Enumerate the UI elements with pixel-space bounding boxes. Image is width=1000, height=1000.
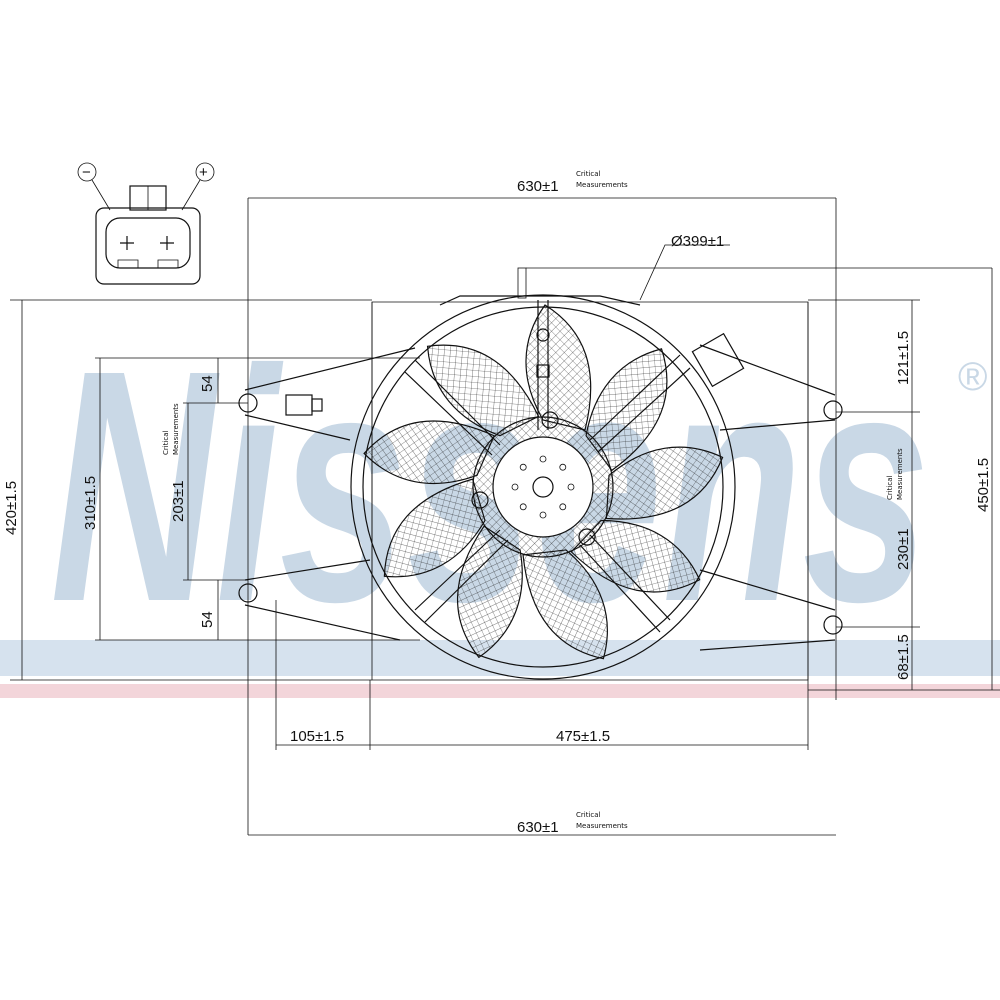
mounting-brackets: [238, 332, 843, 651]
watermark-blue-band: [0, 640, 1000, 676]
mount-hole-top-right: [823, 400, 843, 420]
hub-bolt-hole: [511, 483, 519, 491]
connector-housing: [95, 207, 201, 285]
left-height-label: 420±1.5: [3, 481, 20, 535]
bottom-inner-width-label: 475±1.5: [556, 728, 610, 745]
minus-label: −: [82, 164, 91, 181]
mount-spacing-label: 203±1: [170, 480, 187, 522]
hub-bolt-hole: [539, 455, 547, 463]
fan-ring-outer: [350, 294, 736, 680]
critical-label: Critical: [576, 811, 601, 819]
mount-hole-bottom-right: [823, 615, 843, 635]
fan-blade: [383, 478, 486, 578]
watermark-red-band: [0, 684, 1000, 698]
fan-blade: [426, 344, 540, 437]
lower-offset-label: 54: [199, 611, 216, 628]
critical-label: Critical: [576, 170, 601, 178]
fan-blade: [605, 446, 724, 520]
fan-blade: [570, 519, 701, 593]
fan: [350, 294, 736, 680]
fan-blade: [585, 348, 668, 472]
fan-blade: [363, 420, 495, 485]
motor-connector: [691, 332, 745, 388]
right-bottom-label: 68±1.5: [895, 634, 912, 680]
upper-offset-label: 54: [199, 375, 216, 392]
fan-hub: [492, 436, 594, 538]
minus-terminal-icon: [77, 162, 97, 182]
hub-bolt-hole: [539, 511, 547, 519]
left-inner-height-label: 310±1.5: [82, 476, 99, 530]
hub-bolt-hole: [559, 503, 567, 511]
plus-terminal-icon: [195, 162, 215, 182]
critical-label: Measurements: [896, 448, 904, 500]
critical-label: Critical: [162, 430, 170, 455]
critical-label: Critical: [886, 475, 894, 500]
critical-label: Measurements: [576, 181, 628, 189]
hub-bolt-hole: [519, 503, 527, 511]
plus-label: +: [199, 164, 208, 181]
bottom-width-label: 630±1: [517, 819, 559, 836]
fan-blades: [363, 304, 724, 660]
top-width-label: 630±1: [517, 178, 559, 195]
registered-mark: ®: [958, 355, 987, 399]
fan-struts: [404, 300, 691, 633]
fan-diameter-label: Ø399±1: [671, 233, 724, 250]
dimension-labels: 630±1 Critical Measurements Ø399±1 630±1…: [3, 170, 992, 836]
fan-blade: [522, 549, 608, 660]
right-height-label: 450±1.5: [975, 458, 992, 512]
fan-blade: [525, 304, 592, 431]
right-mount-spacing-label: 230±1: [895, 528, 912, 570]
critical-label: Measurements: [172, 403, 180, 455]
critical-label: Measurements: [576, 822, 628, 830]
hub-bolt-hole: [567, 483, 575, 491]
hub-bolt-hole: [559, 463, 567, 471]
right-top-label: 121±1.5: [895, 331, 912, 385]
fan-blade: [456, 525, 523, 659]
connector-diagram: − +: [77, 162, 215, 285]
fan-shaft: [532, 476, 554, 498]
left-offset-label: 105±1.5: [290, 728, 344, 745]
dimension-lines: [10, 197, 1000, 836]
hub-bolt-hole: [519, 463, 527, 471]
